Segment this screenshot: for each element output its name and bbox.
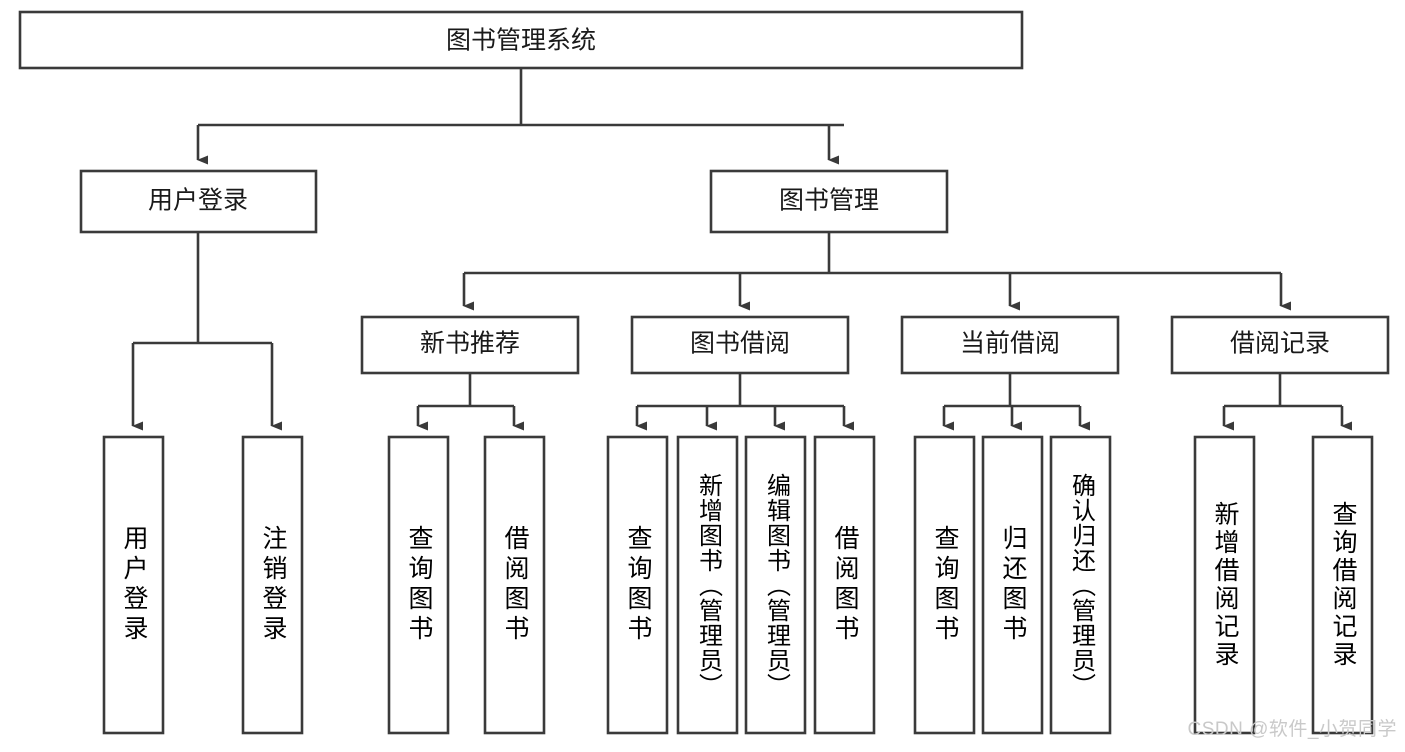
leaf-label-text: 借阅图书	[831, 525, 859, 645]
node-label-book-management: 图书管理	[779, 187, 879, 215]
leaf-box-add-borrow-record	[1193, 435, 1256, 735]
leaf-label-text: 注销登录	[259, 525, 287, 645]
connector-bookmgmt-to-level3	[462, 232, 1291, 311]
leaf-label-leaf-borrow-book-1: 借阅图书	[485, 437, 544, 733]
leaf-box-logout-login	[241, 435, 304, 735]
leaf-label-text: 用户登录	[120, 525, 148, 645]
leaf-label-leaf-confirm-return-admin: 确认归还（管理员）	[1051, 437, 1110, 733]
node-label-current-borrow: 当前借阅	[960, 330, 1060, 358]
leaf-label-leaf-query-book-1: 查询图书	[389, 437, 448, 733]
leaf-label-text: 编辑图书（管理员）	[762, 472, 790, 698]
node-label-book-borrow: 图书借阅	[690, 330, 790, 358]
connector-bookborrow-to-leaves	[635, 373, 854, 431]
leaf-box-confirm-return-admin	[1049, 435, 1112, 735]
node-new-book-recommend[interactable]: 新书推荐	[360, 315, 580, 375]
connector-borrowrecord-to-leaves	[1222, 373, 1352, 431]
leaf-label-leaf-logout-login: 注销登录	[243, 437, 302, 733]
leaf-label-text: 借阅图书	[501, 525, 529, 645]
connector-newbook-to-leaves	[416, 373, 524, 431]
leaf-label-text: 查询图书	[931, 525, 959, 645]
leaf-label-text: 归还图书	[999, 525, 1027, 645]
leaf-label-leaf-add-book-admin: 新增图书（管理员）	[678, 437, 737, 733]
leaf-box-query-book-2	[606, 435, 669, 735]
leaf-label-text: 查询借阅记录	[1329, 501, 1357, 669]
leaf-box-query-borrow-record	[1311, 435, 1374, 735]
node-label-new-book-recommend: 新书推荐	[420, 330, 520, 358]
connector-root-to-level2	[196, 68, 844, 165]
connector-userlogin-to-leaves	[131, 232, 282, 431]
leaf-label-leaf-return-book: 归还图书	[983, 437, 1042, 733]
node-book-borrow[interactable]: 图书借阅	[630, 315, 850, 375]
node-label-root: 图书管理系统	[446, 27, 596, 55]
leaf-boxes	[102, 435, 1374, 735]
leaf-label-leaf-user-login: 用户登录	[104, 437, 163, 733]
leaf-label-text: 新增图书（管理员）	[694, 472, 722, 698]
connector-currentborrow-to-leaves	[942, 373, 1090, 431]
node-current-borrow[interactable]: 当前借阅	[900, 315, 1120, 375]
leaf-label-leaf-query-book-3: 查询图书	[915, 437, 974, 733]
leaf-box-borrow-book-1	[483, 435, 546, 735]
leaf-box-query-book-1	[387, 435, 450, 735]
leaf-label-text: 查询图书	[624, 525, 652, 645]
leaf-label-leaf-borrow-book-2: 借阅图书	[815, 437, 874, 733]
leaf-label-text: 查询图书	[405, 525, 433, 645]
node-user-login[interactable]: 用户登录	[79, 169, 318, 234]
node-book-management-system[interactable]: 图书管理系统	[18, 10, 1024, 70]
leaf-label-leaf-query-borrow-record: 查询借阅记录	[1313, 437, 1372, 733]
leaf-box-borrow-book-2	[813, 435, 876, 735]
leaf-label-leaf-add-borrow-record: 新增借阅记录	[1195, 437, 1254, 733]
leaf-label-text: 新增借阅记录	[1211, 501, 1239, 669]
leaf-label-leaf-query-book-2: 查询图书	[608, 437, 667, 733]
leaf-label-leaf-edit-book-admin: 编辑图书（管理员）	[746, 437, 805, 733]
leaf-box-return-book	[981, 435, 1044, 735]
leaf-box-query-book-3	[913, 435, 976, 735]
node-label-user-login: 用户登录	[148, 187, 248, 215]
leaf-box-edit-book-admin	[744, 435, 807, 735]
leaf-label-text: 确认归还（管理员）	[1067, 472, 1095, 698]
leaf-box-user-login	[102, 435, 165, 735]
watermark-csdn: CSDN @软件_小贺同学	[1187, 719, 1397, 740]
node-label-borrow-record: 借阅记录	[1230, 330, 1330, 358]
node-book-management[interactable]: 图书管理	[709, 169, 949, 234]
leaf-box-add-book-admin	[676, 435, 739, 735]
node-borrow-record[interactable]: 借阅记录	[1170, 315, 1390, 375]
